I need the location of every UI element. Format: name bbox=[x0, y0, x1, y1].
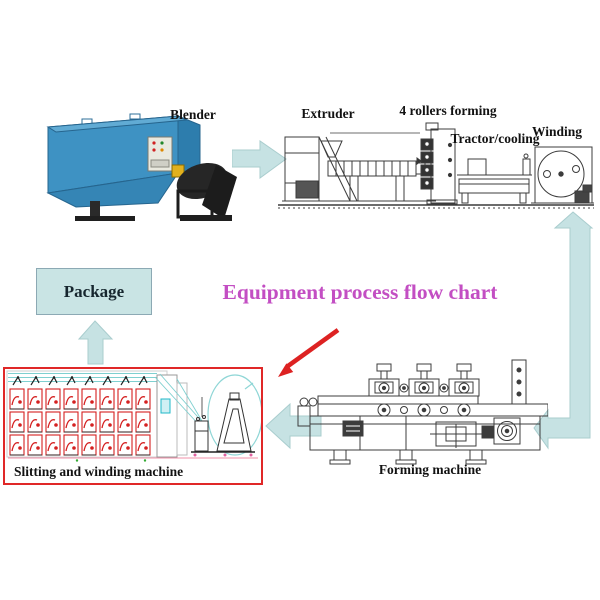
package-box: Package bbox=[36, 268, 152, 315]
forming-machine-label: Forming machine bbox=[378, 462, 482, 477]
extruder-label: Extruder bbox=[301, 106, 355, 121]
extrusion-line-drawing bbox=[278, 122, 594, 209]
package-label: Package bbox=[63, 281, 125, 301]
forming-machine-drawing bbox=[297, 359, 548, 465]
red-pointer-arrow bbox=[278, 328, 340, 377]
winding-label: Winding bbox=[531, 124, 583, 139]
arrow-blender-to-extruder bbox=[232, 140, 287, 179]
arrow-winding-to-forming bbox=[533, 211, 594, 450]
tractor-cooling-label: Tractor/cooling bbox=[450, 131, 540, 146]
arrow-slitting-to-package bbox=[77, 320, 114, 365]
slitting-winding-label: Slitting and winding machine bbox=[14, 464, 184, 479]
rollers-forming-label: 4 rollers forming bbox=[399, 103, 497, 118]
page-title: Equipment process flow chart bbox=[222, 280, 498, 304]
slitting-machine-box: Slitting and winding machine bbox=[3, 367, 263, 485]
blender-label: Blender bbox=[170, 107, 216, 122]
arrow-forming-to-slitting bbox=[265, 402, 322, 450]
slitting-machine-drawing bbox=[6, 370, 261, 462]
blender-image bbox=[46, 113, 237, 221]
